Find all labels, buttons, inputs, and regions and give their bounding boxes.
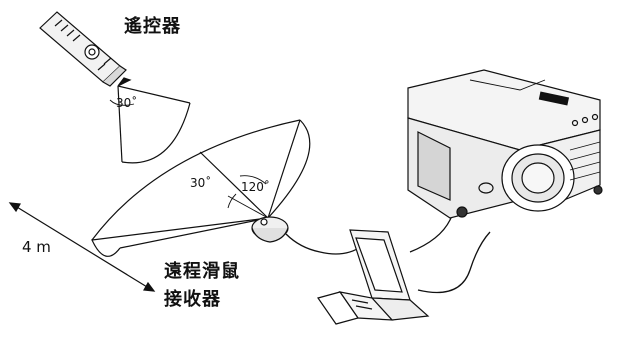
remote-mouse-receiver	[251, 216, 289, 243]
remote-control-illustration	[39, 11, 127, 87]
remote-angle-label: 30˚	[116, 96, 138, 110]
laptop-illustration	[317, 229, 430, 325]
receiver-outer-angle-label: 120˚	[241, 180, 270, 194]
receiver-label-line1: 遠程滑鼠	[164, 261, 240, 282]
distance-label: 4 m	[22, 238, 51, 256]
receiver-reception-zone	[91, 119, 311, 257]
distance-arrow	[8, 202, 156, 292]
receiver-label-line2: 接收器	[164, 289, 221, 310]
receiver-inner-angle-label: 30˚	[190, 176, 212, 190]
remote-label: 遙控器	[124, 16, 181, 37]
projector-illustration	[407, 69, 603, 219]
remote-signal-cone	[109, 77, 191, 164]
